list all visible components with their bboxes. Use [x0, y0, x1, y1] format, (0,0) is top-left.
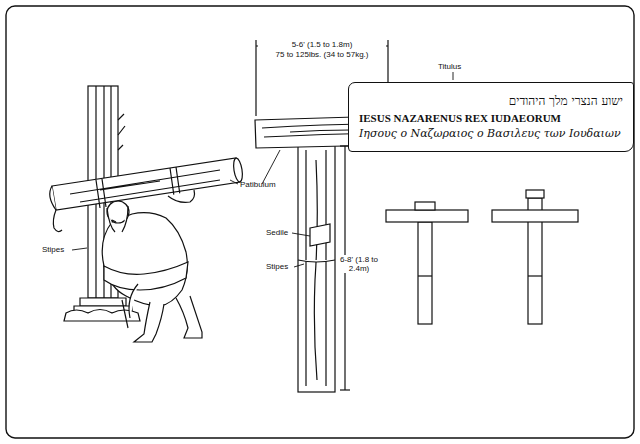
dimension-label: 75 to 125lbs. (34 to 57kg.): [258, 50, 386, 59]
cross: [255, 116, 389, 392]
patibulum-carried: [50, 158, 244, 232]
inscription-line: ישוע הנצרי מלך היהודים: [359, 94, 623, 109]
cross-variant-a: [386, 202, 468, 324]
sedile-block: [310, 224, 330, 246]
frame: [6, 6, 634, 438]
part-label: Patibulum: [240, 180, 288, 189]
inscription-line: Ιησους ο Ναζωραιος ο Βασιλευς των Ιουδαι…: [359, 127, 623, 140]
inscription-line: IESUS NAZARENUS REX IUDAEORUM: [359, 112, 623, 124]
dimension-label: 6-8' (1.8 to 2.4m): [337, 255, 381, 273]
part-label: Sedile: [266, 228, 296, 237]
dimension-label: 5-6' (1.5 to 1.8m): [258, 40, 386, 49]
carrying-figure: [102, 201, 202, 342]
part-label: Stipes: [42, 245, 72, 254]
cross-variant-b: [492, 190, 578, 324]
part-label: Titulus: [438, 62, 478, 71]
titulus-board: ישוע הנצרי מלך היהודים IESUS NAZARENUS RE…: [348, 82, 634, 152]
part-label: Stipes: [266, 262, 296, 271]
